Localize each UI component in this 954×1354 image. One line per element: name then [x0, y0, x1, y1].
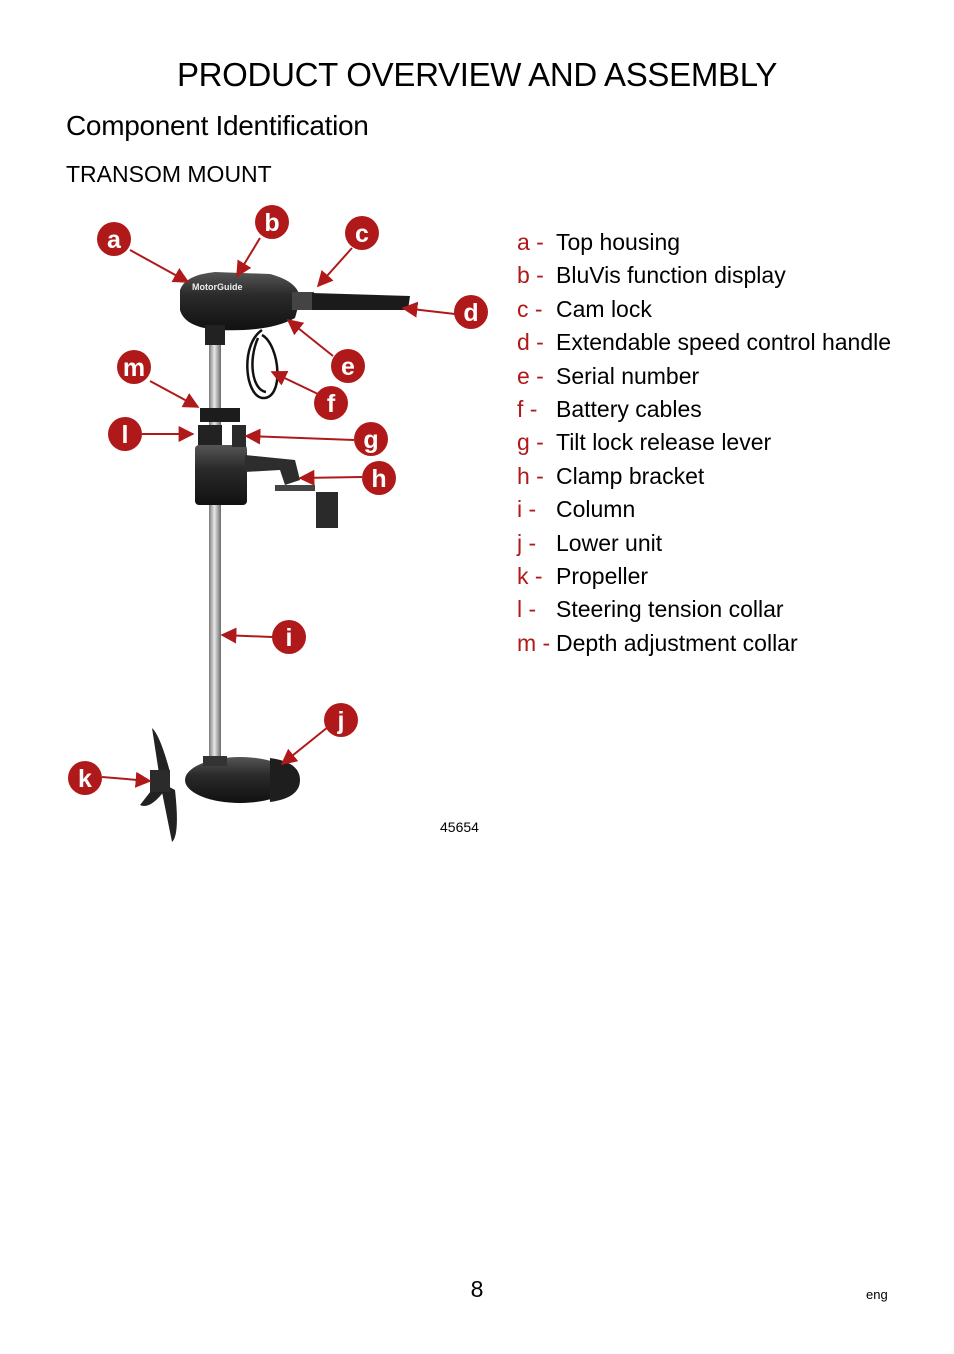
svg-text:j: j [337, 707, 345, 735]
top-housing [180, 272, 300, 331]
legend-letter: a - [517, 229, 544, 255]
legend-item: k - Propeller [517, 561, 917, 591]
legend-text: Serial number [556, 362, 700, 389]
legend-item: b - BluVis function display [517, 260, 917, 290]
svg-text:g: g [363, 426, 378, 454]
legend-item: e - Serial number [517, 361, 917, 391]
legend-item: c - Cam lock [517, 294, 917, 324]
svg-text:c: c [355, 220, 369, 248]
legend-item: a - Top housing [517, 227, 917, 257]
lower-unit-collar [203, 756, 227, 766]
motor-illustration: MotorGuide a b c d e f [68, 205, 488, 842]
component-legend: a - Top housing b - BluVis function displa… [517, 227, 917, 661]
legend-item: l - Steering tension collar [517, 594, 917, 624]
housing-neck [205, 325, 225, 345]
propeller-hub [150, 770, 170, 792]
clamp-bracket [195, 445, 247, 505]
lower-unit-nose [270, 758, 300, 802]
legend-text: Extendable speed control handle [556, 329, 892, 356]
section-title: Component Identification [66, 110, 369, 141]
legend-item: i - Column [517, 494, 917, 524]
clamp-screw [275, 485, 315, 491]
lower-unit [185, 757, 295, 803]
legend-text: Battery cables [556, 395, 702, 422]
legend-item: d - Extendable speed control handle [517, 327, 917, 357]
legend-letter: i - [517, 496, 537, 523]
legend-letter: k - [517, 562, 543, 589]
legend-item: g - Tilt lock release lever [517, 427, 917, 457]
svg-text:h: h [371, 465, 386, 493]
callout-k: k [68, 761, 102, 795]
svg-text:a: a [107, 226, 122, 254]
callout-f: f [314, 386, 348, 420]
page-title: PRODUCT OVERVIEW AND ASSEMBLY [176, 56, 778, 93]
legend-text: Tilt lock release lever [556, 429, 772, 456]
callout-d: d [454, 295, 488, 329]
language-code: eng [866, 1287, 888, 1302]
svg-text:e: e [341, 353, 355, 381]
page-number: 8 [470, 1276, 484, 1302]
legend-text: Steering tension collar [556, 596, 784, 623]
legend-text: Propeller [556, 562, 649, 589]
callout-g: g [354, 422, 388, 456]
legend-item: f - Battery cables [517, 394, 917, 424]
callout-b: b [255, 205, 289, 239]
legend-item: h - Clamp bracket [517, 461, 917, 491]
callout-circles: a b c d e f g h i j k l m [68, 205, 488, 795]
legend-text: Cam lock [556, 295, 652, 322]
legend-letter: b - [517, 262, 544, 289]
svg-text:k: k [78, 765, 92, 793]
legend-letter: c - [517, 295, 543, 322]
callout-a: a [97, 222, 131, 256]
svg-text:d: d [463, 299, 478, 327]
svg-text:l: l [122, 421, 129, 449]
tilt-lever [232, 425, 246, 447]
callout-c: c [345, 216, 379, 250]
legend-letter: l - [517, 596, 537, 623]
legend-text: Column [556, 496, 636, 523]
legend-letter: j - [517, 529, 537, 556]
legend-text: BluVis function display [556, 262, 786, 289]
motor-figure: MotorGuide a b c d e f [60, 200, 500, 860]
clamp-pad [316, 492, 338, 528]
clamp-arm [245, 455, 300, 485]
legend-text: Lower unit [556, 529, 663, 556]
legend-letter: g - [517, 429, 544, 456]
brand-label: MotorGuide [192, 282, 243, 292]
legend-item: m -Depth adjustment collar [517, 628, 917, 658]
legend-text: Clamp bracket [556, 462, 705, 489]
column-shaft [209, 330, 221, 770]
cam-lock [292, 292, 314, 310]
callout-i: i [272, 620, 306, 654]
subsection-title: TRANSOM MOUNT [66, 161, 272, 187]
callout-m: m [117, 350, 151, 384]
steering-collar [198, 425, 222, 445]
legend-letter: m - [517, 629, 551, 656]
callout-j: j [324, 703, 358, 737]
callout-l: l [108, 417, 142, 451]
svg-text:m: m [123, 354, 145, 382]
svg-text:f: f [327, 390, 336, 418]
legend-letter: e - [517, 362, 544, 389]
legend-letter: d - [517, 329, 544, 356]
speed-handle [312, 293, 410, 310]
svg-text:b: b [264, 209, 279, 237]
legend-letter: f - [517, 395, 538, 422]
depth-collar [200, 408, 240, 422]
svg-text:i: i [286, 624, 293, 652]
battery-cables [246, 328, 279, 400]
legend-item: j - Lower unit [517, 528, 917, 558]
legend-text: Depth adjustment collar [556, 629, 798, 656]
callout-arrows [101, 237, 456, 788]
figure-number: 45654 [440, 819, 479, 835]
callout-e: e [331, 349, 365, 383]
legend-text: Top housing [556, 229, 681, 255]
callout-h: h [362, 461, 396, 495]
legend-letter: h - [517, 462, 544, 489]
